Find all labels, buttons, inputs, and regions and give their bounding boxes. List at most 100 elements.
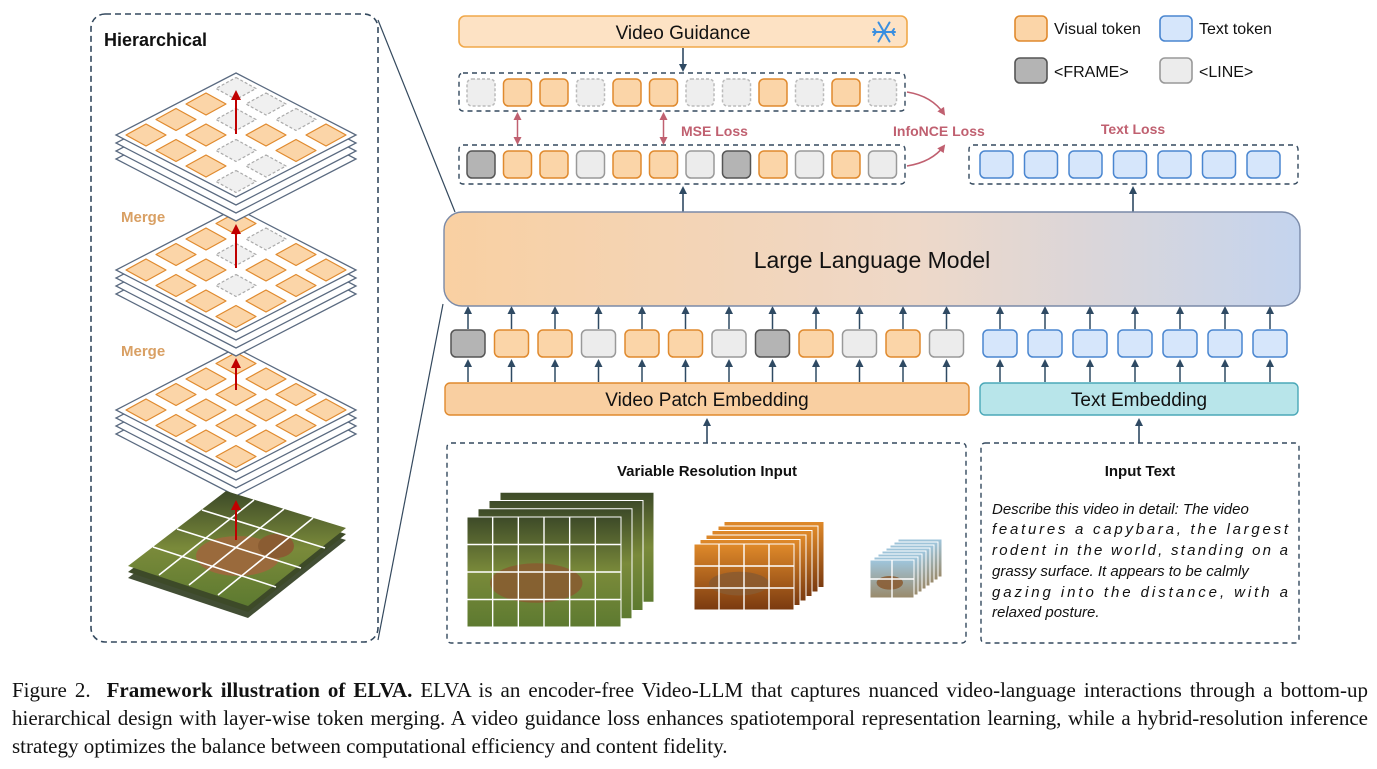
output-visual-token bbox=[612, 150, 642, 179]
input-line-token bbox=[841, 329, 878, 358]
legend-line-swatch bbox=[1159, 57, 1193, 84]
visual-tile bbox=[305, 123, 347, 147]
output-line-token bbox=[575, 150, 606, 179]
caption-text: ELVA is an encoder-free Video-LLM that c… bbox=[12, 678, 1368, 758]
llm-label: Large Language Model bbox=[754, 247, 991, 273]
input-frame-token bbox=[754, 329, 791, 358]
input-frame-token bbox=[450, 329, 486, 358]
merged-tile bbox=[245, 227, 287, 251]
guidance-visual-token bbox=[758, 78, 788, 107]
visual-tile bbox=[185, 92, 227, 116]
variable-resolution-title: Variable Resolution Input bbox=[617, 463, 797, 480]
figure-caption: Figure 2. Framework illustration of ELVA… bbox=[12, 676, 1368, 760]
input-text-token bbox=[982, 329, 1018, 358]
visual-tile bbox=[125, 398, 167, 422]
input-text-token bbox=[1117, 329, 1153, 358]
variable-resolution-panel bbox=[446, 442, 967, 644]
text-output-token bbox=[979, 150, 1014, 179]
visual-tile bbox=[305, 258, 347, 282]
visual-tile bbox=[275, 242, 317, 267]
input-text-line-6: relaxed posture. bbox=[992, 604, 1100, 621]
visual-tile bbox=[185, 367, 227, 391]
output-visual-token bbox=[831, 150, 861, 179]
layer-stack-top bbox=[114, 72, 358, 222]
visual-tile bbox=[245, 429, 287, 453]
visual-tile bbox=[245, 123, 287, 147]
llm-box bbox=[443, 211, 1301, 307]
visual-tile bbox=[275, 413, 317, 438]
infonce-arrow-top bbox=[906, 91, 946, 116]
visual-tile bbox=[215, 304, 257, 329]
input-line-token bbox=[711, 329, 747, 358]
visual-tile bbox=[245, 367, 287, 391]
merged-tile bbox=[215, 138, 257, 163]
video-patch-embedding-label: Video Patch Embedding bbox=[605, 390, 809, 411]
output-line-token bbox=[794, 150, 825, 179]
guidance-line-token bbox=[867, 78, 898, 107]
input-visual-token bbox=[885, 329, 921, 358]
visual-tile bbox=[215, 413, 257, 438]
output-frame-token bbox=[721, 150, 752, 179]
merged-tile bbox=[275, 107, 317, 132]
hierarchical-panel bbox=[90, 13, 379, 643]
visual-tile bbox=[245, 289, 287, 313]
input-visual-token bbox=[798, 329, 834, 358]
output-frame-token bbox=[466, 150, 496, 179]
text-output-token-row bbox=[968, 144, 1299, 185]
video-guidance-box bbox=[458, 15, 908, 48]
visual-tile bbox=[275, 138, 317, 163]
panel-connector-bottom bbox=[377, 303, 444, 641]
caption-bold: Framework illustration of ELVA. bbox=[106, 678, 413, 702]
visual-tile bbox=[155, 382, 197, 407]
guidance-visual-token bbox=[612, 78, 642, 107]
text-output-token bbox=[1023, 150, 1059, 179]
input-text-token bbox=[1027, 329, 1063, 358]
mse-loss-label: MSE Loss bbox=[681, 123, 748, 139]
frames-high-res bbox=[466, 491, 655, 628]
input-visual-token bbox=[537, 329, 573, 358]
input-text-line-5: gazing into the distance, with a bbox=[992, 584, 1288, 601]
text-output-token bbox=[1112, 150, 1148, 179]
infonce-loss-label: InfoNCE Loss bbox=[893, 123, 985, 139]
input-text-title: Input Text bbox=[1105, 463, 1176, 480]
visual-tile bbox=[215, 444, 257, 469]
capybara-frames-stack bbox=[128, 491, 346, 618]
visual-tile bbox=[125, 123, 167, 147]
visual-tile bbox=[155, 138, 197, 163]
input-visual-token bbox=[493, 329, 530, 358]
guidance-line-token bbox=[466, 78, 496, 107]
guidance-visual-token bbox=[539, 78, 569, 107]
input-text-token bbox=[1162, 329, 1198, 358]
output-visual-token bbox=[502, 150, 533, 179]
guidance-line-token bbox=[794, 78, 825, 107]
guidance-line-token bbox=[575, 78, 606, 107]
video-guidance-label: Video Guidance bbox=[616, 23, 751, 44]
merged-tile bbox=[245, 154, 287, 178]
layer-stack-middle bbox=[114, 207, 358, 357]
merged-tile bbox=[215, 169, 257, 194]
legend-text-label: Text token bbox=[1199, 21, 1272, 38]
output-visual-token bbox=[758, 150, 788, 179]
legend-line-label: <LINE> bbox=[1199, 64, 1253, 81]
frames-low-res bbox=[869, 538, 943, 599]
text-embedding-box bbox=[979, 382, 1299, 416]
input-text-line-3: rodent in the world, standing on a bbox=[992, 542, 1288, 559]
visual-tile bbox=[215, 382, 257, 407]
visual-tile bbox=[155, 273, 197, 298]
input-visual-token bbox=[624, 329, 660, 358]
hierarchical-title: Hierarchical bbox=[104, 30, 207, 50]
visual-tile bbox=[275, 382, 317, 407]
output-line-token bbox=[685, 150, 715, 179]
output-visual-token bbox=[539, 150, 569, 179]
input-line-token bbox=[580, 329, 617, 358]
visual-tile bbox=[305, 398, 347, 422]
input-text-token bbox=[1252, 329, 1288, 358]
legend-visual-label: Visual token bbox=[1054, 21, 1141, 38]
framework-diagram: Hierarchical Merge Merge Video Guidance bbox=[90, 13, 1301, 644]
visual-tile bbox=[185, 289, 227, 313]
visual-tile bbox=[155, 242, 197, 267]
layer-stack-bottom bbox=[114, 347, 358, 497]
text-loss-label: Text Loss bbox=[1101, 121, 1166, 137]
visual-tile bbox=[185, 227, 227, 251]
merge-label-1: Merge bbox=[121, 209, 165, 226]
